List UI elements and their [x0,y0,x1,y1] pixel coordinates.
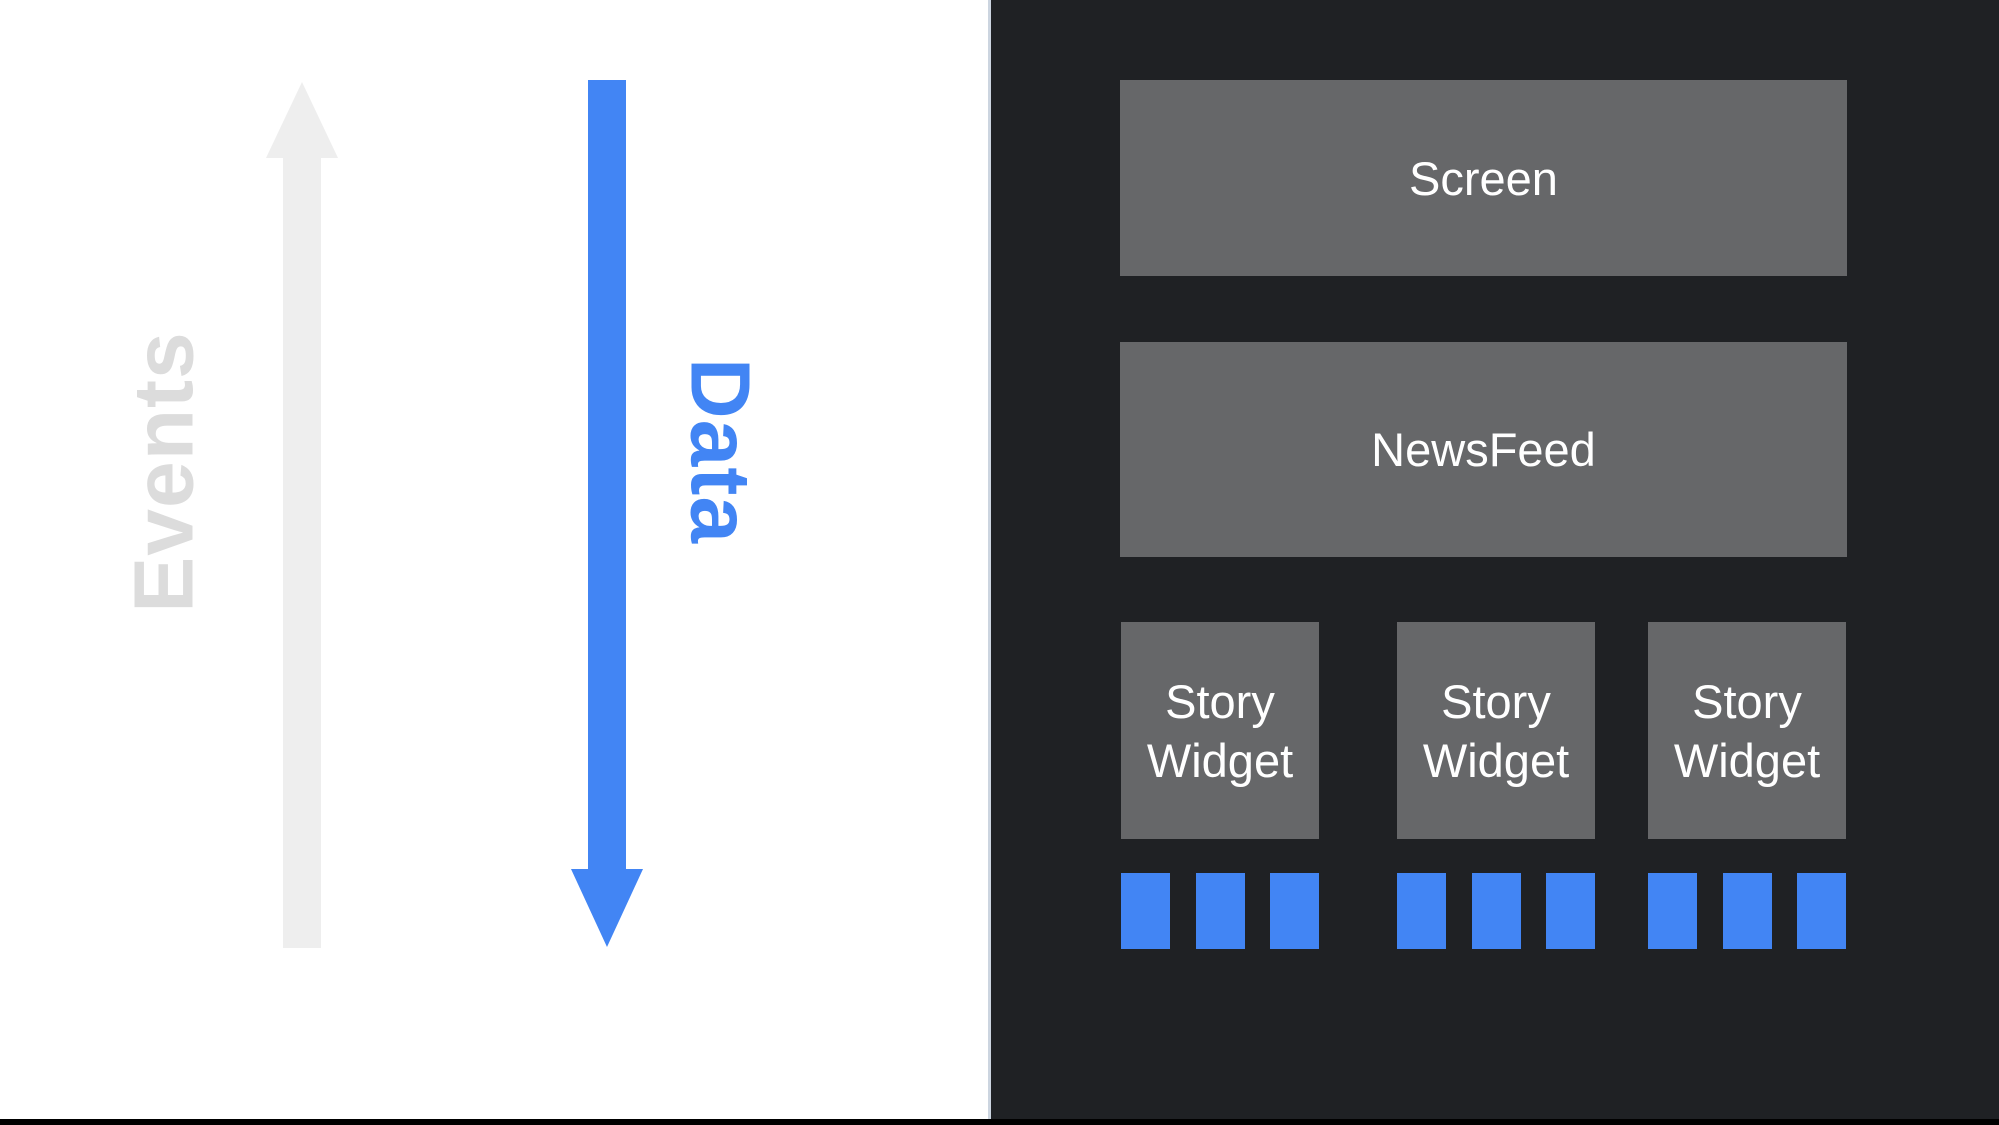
arrow-down-shaft [587,80,626,869]
story-widget-box: Story Widget [1121,622,1319,839]
story-data-ticks [1397,873,1595,949]
story-widget-box: Story Widget [1397,622,1595,839]
screen-box: Screen [1120,80,1847,276]
story-data-ticks [1648,873,1846,949]
data-tick-square [1121,873,1170,949]
data-tick-square [1270,873,1319,949]
data-tick-square [1195,873,1245,949]
data-tick-square [1397,873,1446,949]
arrow-up-shaft [283,158,321,948]
data-tick-square [1471,873,1521,949]
newsfeed-box: NewsFeed [1120,342,1847,557]
events-arrow-up-icon [266,82,338,948]
story-widget-box: Story Widget [1648,622,1846,839]
newsfeed-box-label: NewsFeed [1371,423,1596,476]
bottom-letterbox-bar [0,1119,1999,1125]
events-label: Events [116,331,211,613]
story-data-ticks [1121,873,1319,949]
story-widget-label: Story Widget [1146,674,1294,787]
data-label: Data [673,357,768,545]
arrow-up-head [266,82,338,158]
data-tick-square [1722,873,1772,949]
data-tick-square [1546,873,1595,949]
panel-seam-divider [988,0,991,1125]
data-arrow-down-icon [570,80,643,947]
story-widget-label: Story Widget [1422,674,1570,787]
screen-box-label: Screen [1409,151,1558,205]
arrow-down-head [570,869,643,947]
data-tick-square [1648,873,1697,949]
data-tick-square [1797,873,1846,949]
story-widget-label: Story Widget [1673,674,1821,787]
